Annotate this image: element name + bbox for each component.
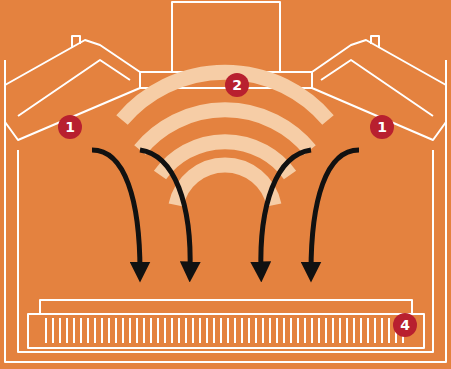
- grill-fin: [185, 318, 187, 343]
- callout-number: 4: [393, 313, 417, 337]
- grill-fin: [171, 318, 173, 343]
- grill-fin: [367, 318, 369, 343]
- grill-fin: [248, 318, 250, 343]
- grill-fin: [59, 318, 61, 343]
- grill-fin: [164, 318, 166, 343]
- airflow-arrow: [311, 150, 359, 272]
- grill-fin: [318, 318, 320, 343]
- right-panel: [312, 40, 446, 140]
- airflow-arrow: [92, 150, 140, 272]
- left-panel: [5, 40, 140, 140]
- left-tab: [72, 36, 80, 48]
- callout-number: 1: [370, 115, 394, 139]
- grill-body: [28, 314, 424, 348]
- grill-fin: [227, 318, 229, 343]
- grill-fin: [220, 318, 222, 343]
- callout-number: 1: [58, 115, 82, 139]
- grill-fin: [45, 318, 47, 343]
- grill-fin: [73, 318, 75, 343]
- grill-fin: [269, 318, 271, 343]
- grill-fin: [325, 318, 327, 343]
- heat-wave: [160, 142, 290, 175]
- grill-fin: [192, 318, 194, 343]
- grill-fin: [388, 318, 390, 343]
- grill-fin: [52, 318, 54, 343]
- housing-inner: [18, 150, 433, 352]
- grill-fin: [262, 318, 264, 343]
- airflow-arrow: [140, 150, 190, 272]
- grill-fin: [206, 318, 208, 343]
- housing-outline: [5, 60, 446, 362]
- grill-fin: [311, 318, 313, 343]
- grill-fin: [255, 318, 257, 343]
- grill-fin: [353, 318, 355, 343]
- grill-fin: [199, 318, 201, 343]
- grill-fin: [87, 318, 89, 343]
- grill-fin: [80, 318, 82, 343]
- grill-fin: [381, 318, 383, 343]
- grill-fin: [297, 318, 299, 343]
- heat-wave: [122, 72, 328, 120]
- grill-fin: [332, 318, 334, 343]
- grill-fin: [283, 318, 285, 343]
- top-box: [172, 2, 280, 72]
- grill-fin: [143, 318, 145, 343]
- grill-fin: [360, 318, 362, 343]
- heat-wave: [140, 110, 310, 150]
- grill-fin: [122, 318, 124, 343]
- grill-fin: [290, 318, 292, 343]
- airflow-arrows: [92, 150, 359, 272]
- heat-wave: [176, 165, 274, 205]
- heat-waves: [122, 72, 328, 205]
- grill-top: [40, 300, 412, 314]
- grill-fin: [150, 318, 152, 343]
- grill-fin: [241, 318, 243, 343]
- grill-fins: [46, 318, 403, 343]
- grill-fin: [213, 318, 215, 343]
- grill-fin: [94, 318, 96, 343]
- grill-fin: [66, 318, 68, 343]
- grill-fin: [304, 318, 306, 343]
- grill-fin: [115, 318, 117, 343]
- left-panel-inner: [18, 60, 130, 116]
- grill-fin: [101, 318, 103, 343]
- grill-fin: [276, 318, 278, 343]
- grill-fin: [346, 318, 348, 343]
- callout-number: 2: [225, 73, 249, 97]
- grill-fin: [157, 318, 159, 343]
- grill-fin: [178, 318, 180, 343]
- grill-fin: [339, 318, 341, 343]
- right-panel-inner: [321, 60, 433, 116]
- grill-fin: [129, 318, 131, 343]
- grill-fin: [108, 318, 110, 343]
- airflow-arrow: [261, 150, 311, 272]
- right-tab: [371, 36, 379, 48]
- grill-fin: [374, 318, 376, 343]
- grill-fin: [136, 318, 138, 343]
- grill-fin: [234, 318, 236, 343]
